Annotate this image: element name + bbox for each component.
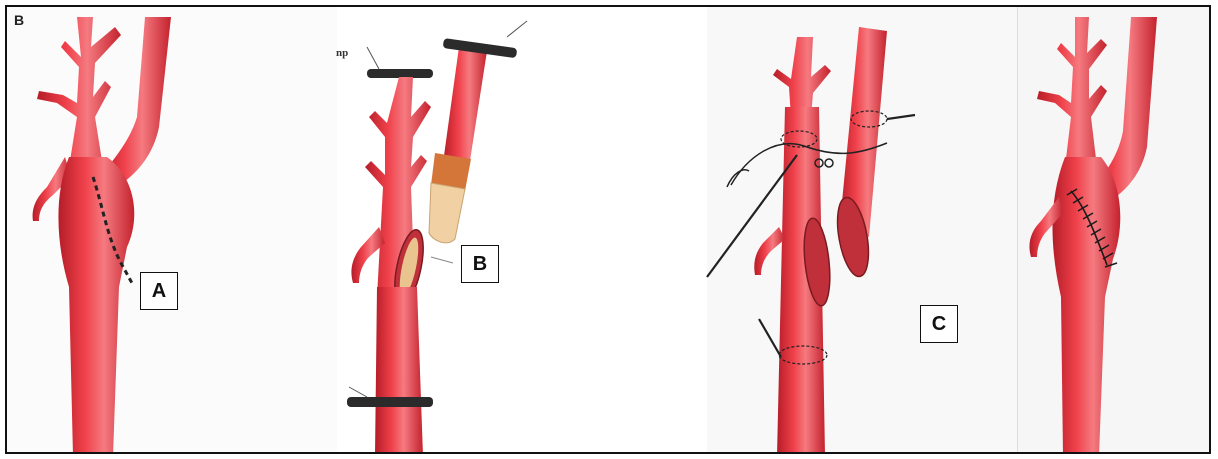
reimplant-side-branch (754, 227, 785, 275)
suture-knot-2 (825, 159, 833, 167)
panel-2-endarterectomy (347, 21, 527, 454)
repaired-common-artery (1053, 157, 1121, 454)
step-label-a: A (140, 272, 178, 310)
reimplant-external-artery (773, 37, 831, 117)
clamp-fragment-label: np (336, 47, 348, 59)
clamped-common-artery (375, 287, 423, 454)
step-label-c: C (920, 305, 958, 343)
top-clamp-left (367, 69, 433, 78)
panel-3-reanastomosis (707, 27, 915, 454)
figure-corner-label: B (14, 12, 24, 28)
repaired-external-artery (1037, 17, 1107, 167)
everted-internal-artery (443, 47, 487, 167)
panel-1-bifurcation (33, 17, 171, 454)
common-carotid-artery (58, 157, 134, 454)
panel-4-completed-repair (1029, 17, 1157, 454)
illustration-svg (7, 7, 1211, 454)
step-label-b: B (461, 245, 499, 283)
removed-plaque (429, 183, 465, 243)
figure-frame: B np A B C (5, 5, 1211, 454)
bottom-clamp (347, 397, 433, 407)
external-carotid-artery (37, 17, 121, 167)
